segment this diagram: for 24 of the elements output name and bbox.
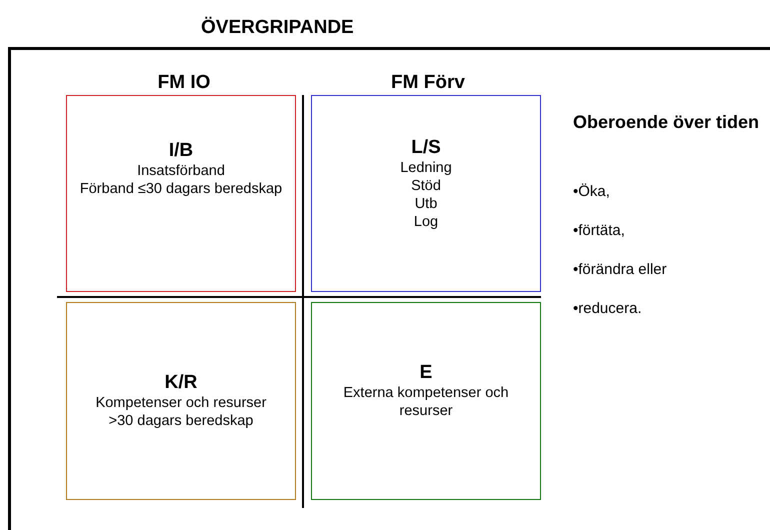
quadrant-heading: I/B <box>168 140 194 162</box>
bullet-text: •Öka, <box>573 183 610 200</box>
frame-heading: ÖVERGRIPANDE <box>201 17 354 39</box>
quadrant-text: Stöd <box>411 176 441 194</box>
column-heading: FM Förv <box>391 72 465 93</box>
quadrant-text: Kompetenser och resurser >30 dagars beredskap <box>94 394 268 430</box>
quadrant-heading: L/S <box>411 136 441 158</box>
column-heading: FM IO <box>158 72 210 93</box>
quadrant-text: Ledning <box>400 158 452 176</box>
bullet-text: •reducera. <box>573 300 642 317</box>
quadrant-box <box>311 302 541 500</box>
bullet-text: •förändra eller <box>573 261 667 278</box>
quadrant-heading: K/R <box>164 372 198 394</box>
quadrant-box <box>66 95 296 292</box>
quadrant-heading: E <box>420 362 432 384</box>
quadrant-box <box>66 302 296 500</box>
quadrant-text: Log <box>414 212 438 230</box>
quadrant-text: Externa kompetenser och resurser <box>342 384 510 420</box>
side-heading: Oberoende över tiden <box>573 112 760 132</box>
quadrant-text: Förband ≤30 dagars beredskap <box>80 180 282 198</box>
quadrant-box <box>311 95 541 292</box>
bullet-text: •förtäta, <box>573 222 625 239</box>
quadrant-text: Utb <box>414 194 438 212</box>
quadrant-text: Insatsförband <box>137 162 225 180</box>
